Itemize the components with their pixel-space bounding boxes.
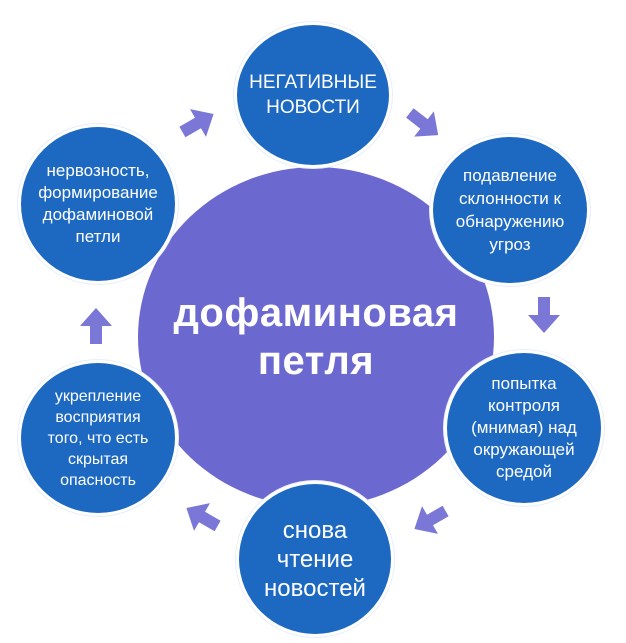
arrow-right-icon — [524, 295, 564, 335]
node-label: попытка контроля (мнимая) над окружающей… — [471, 374, 577, 481]
node-control-attempt: попытка контроля (мнимая) над окружающей… — [444, 350, 604, 506]
arrow-right-icon — [76, 306, 116, 346]
node-reading-news-again: снова чтение новостей — [236, 481, 394, 637]
arrow-right-icon — [175, 490, 230, 545]
arrow-right-icon — [403, 493, 458, 548]
node-hidden-danger-perception: укрепление восприятия того, что есть скр… — [18, 360, 178, 516]
arrow-right-icon — [171, 96, 226, 151]
node-label: подавление склонности к обнаружению угро… — [455, 166, 565, 254]
node-label: снова чтение новостей — [264, 516, 366, 602]
arrow-right-icon — [396, 96, 452, 152]
node-label: НЕГАТИВНЫЕ НОВОСТИ — [249, 72, 377, 118]
node-negative-news: НЕГАТИВНЫЕ НОВОСТИ — [234, 22, 392, 168]
node-label: нервозность, формирование дофаминовой пе… — [38, 161, 158, 246]
center-label: дофаминовая петля — [173, 291, 459, 383]
node-label: укрепление восприятия того, что есть скр… — [47, 387, 149, 489]
node-nervousness: нервозность, формирование дофаминовой пе… — [18, 124, 178, 284]
node-threat-suppression: подавление склонности к обнаружению угро… — [430, 134, 590, 286]
